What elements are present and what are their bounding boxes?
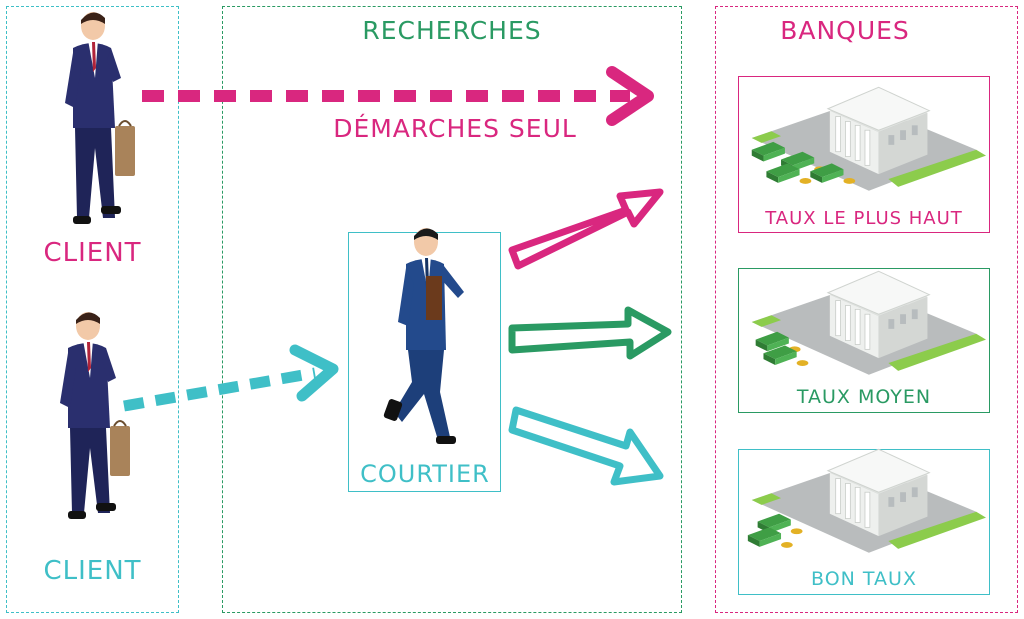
- businessman-icon: [65, 12, 135, 224]
- clients-region: [6, 6, 179, 613]
- courtier-label: COURTIER: [360, 460, 490, 488]
- businessman-icon: [60, 312, 130, 519]
- bank-label-highest: TAUX LE PLUS HAUT: [765, 208, 963, 229]
- bank-label-good: BON TAUX: [811, 568, 917, 590]
- businessman-icon: [383, 228, 464, 444]
- bank-building-icon: [747, 448, 987, 554]
- recherches-region: [222, 6, 682, 613]
- recherches-title: RECHERCHES: [362, 16, 542, 45]
- bank-box-good-rate: [738, 449, 990, 595]
- bank-building-icon: [751, 86, 987, 192]
- client-top-label: CLIENT: [43, 238, 142, 268]
- client-bottom-label: CLIENT: [43, 556, 142, 586]
- banques-title: BANQUES: [780, 16, 910, 45]
- bank-box-medium-rate: [738, 268, 990, 413]
- demarches-seul-label: DÉMARCHES SEUL: [333, 114, 577, 143]
- banques-region: [715, 6, 1018, 613]
- bank-building-icon: [751, 270, 987, 376]
- bank-label-medium: TAUX MOYEN: [796, 386, 932, 408]
- bank-box-highest-rate: [738, 76, 990, 233]
